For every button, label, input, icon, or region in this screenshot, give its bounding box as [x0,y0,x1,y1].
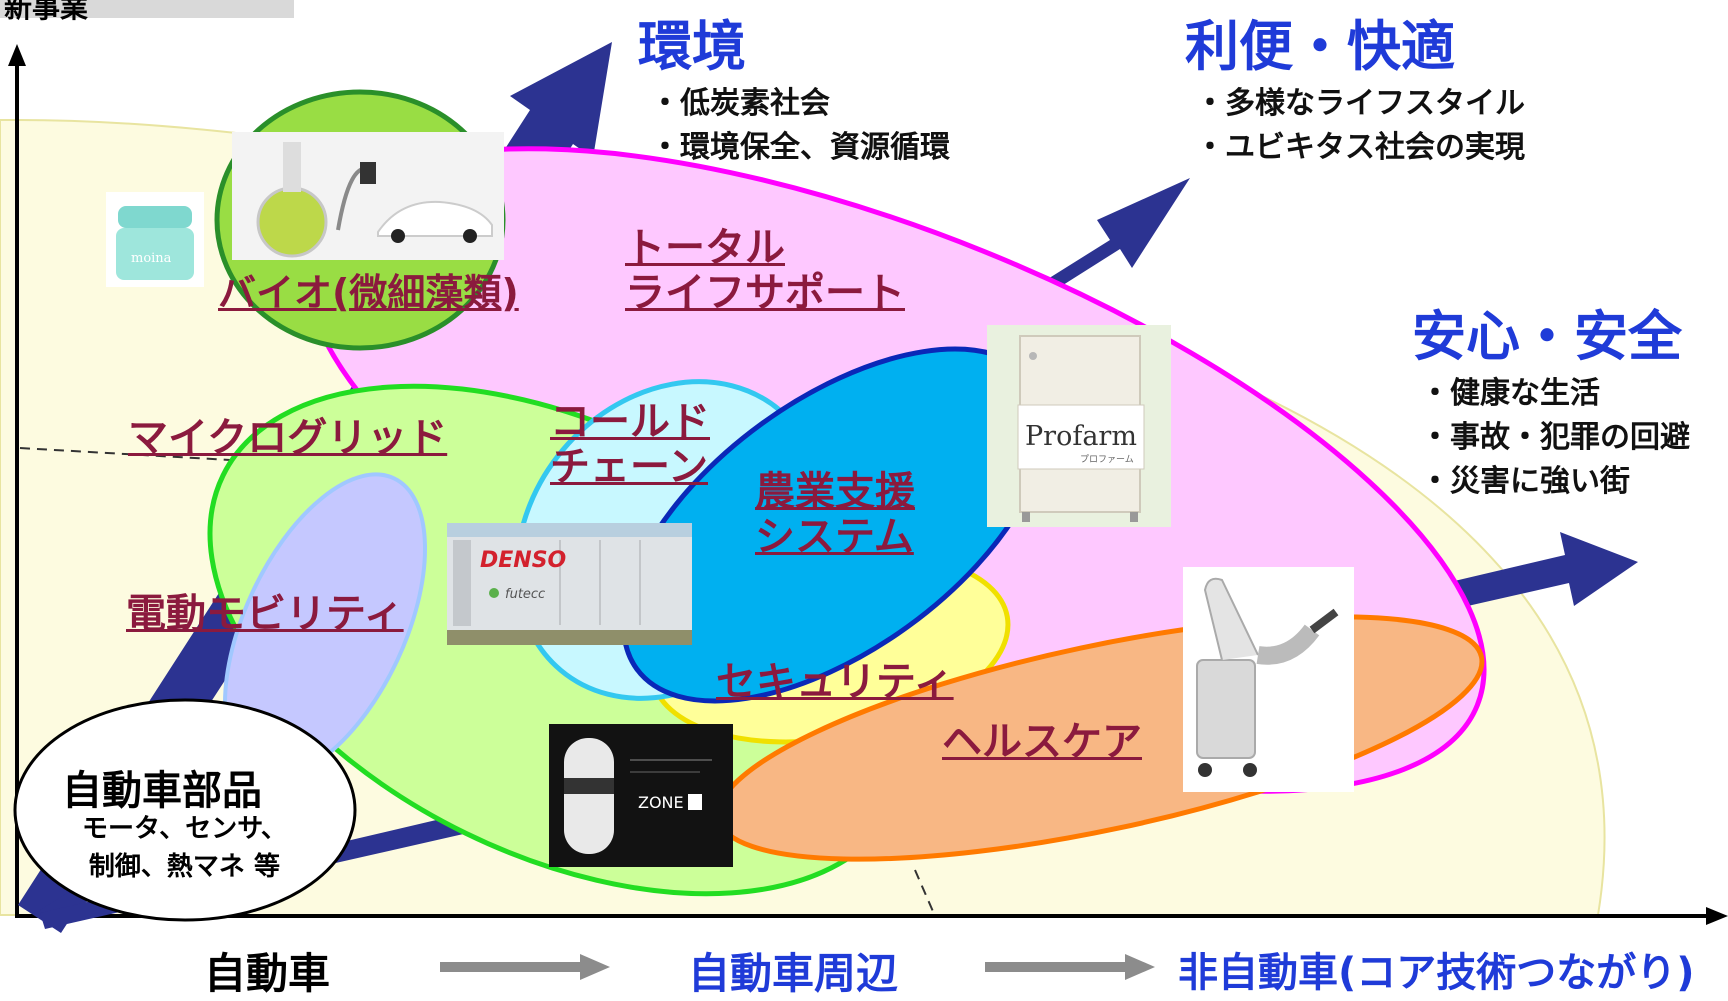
topic-cold-chain-line: チェーン [550,443,708,490]
axis-stage-arrow-2 [985,954,1155,980]
core-parts-detail-line: モータ、センサ、 [82,814,287,844]
dashed-line-bottom [914,869,936,917]
topic-bio: バイオ(微細藻類) [218,271,519,315]
healthcare-robot-photo [1183,567,1354,792]
header-tab [0,0,294,18]
core-parts-detail: モータ、センサ、 制御、熱マネ 等 [82,810,287,886]
moina-photo: moina [106,192,204,287]
header-tab-label: 新事業 [4,0,89,24]
x-axis-arrowhead [1706,907,1728,925]
zone-security-photo: ZONE [549,724,733,867]
denso-container-photo: DENSO futecc [447,523,692,645]
theme-safety-item: ・健康な生活 [1420,376,1600,411]
axis-stage-periphery: 自動車周辺 [688,949,899,998]
dashed-line-left [19,447,231,461]
axis-stage-automobile: 自動車 [204,949,331,998]
theme-environment-item: ・環境保全、資源循環 [650,130,950,165]
theme-safety-title: 安心・安全 [1412,305,1682,368]
core-parts-detail-line: 制御、熱マネ 等 [88,852,280,882]
y-axis-arrowhead [8,44,26,66]
topic-cold-chain-line: コールド [550,399,710,445]
denso-label: DENSO [480,548,566,573]
topic-agri-support-line: 農業支援 [755,469,915,515]
axis-stage-non-automobile: 非自動車(コア技術つながり) [1178,950,1695,996]
topic-cold-chain: コールド チェーン [550,400,710,490]
theme-safety-item: ・災害に強い街 [1420,464,1630,499]
theme-environment-title: 環境 [638,15,746,78]
bio-fuel-photo [232,132,504,260]
theme-environment-item: ・低炭素社会 [650,86,830,121]
axis-stage-arrow-1 [440,954,610,980]
topic-total-life-support-line: ライフサポート [625,269,905,316]
zone-label: ZONE [638,793,684,812]
moina-label: moina [131,251,172,266]
topic-healthcare: ヘルスケア [942,719,1142,765]
topic-e-mobility: 電動モビリティ [126,591,404,637]
profarm-photo: Profarm プロファーム [987,325,1171,527]
theme-convenience-item: ・多様なライフスタイル [1195,86,1525,121]
core-parts-title: 自動車部品 [62,768,262,814]
theme-convenience-item: ・ユビキタス社会の実現 [1195,130,1525,165]
theme-environment-list: ・低炭素社会 ・環境保全、資源循環 [650,82,950,170]
profarm-sublabel: プロファーム [1080,454,1134,465]
theme-convenience-list: ・多様なライフスタイル ・ユビキタス社会の実現 [1195,82,1525,170]
theme-safety-list: ・健康な生活 ・事故・犯罪の回避 ・災害に強い街 [1420,372,1690,504]
core-parts-ellipse [13,698,357,922]
topic-total-life-support-line: トータル [625,225,785,271]
topic-agri-support: 農業支援 システム [755,470,915,560]
topic-total-life-support: トータル ライフサポート [625,226,905,316]
futecc-label: futecc [505,587,545,602]
profarm-label: Profarm [1025,421,1137,452]
theme-safety-item: ・事故・犯罪の回避 [1420,420,1690,455]
theme-convenience-title: 利便・快適 [1185,15,1455,78]
topic-agri-support-line: システム [755,513,914,560]
topic-microgrid: マイクログリッド [128,415,448,461]
topic-security: セキュリティ [716,659,954,705]
